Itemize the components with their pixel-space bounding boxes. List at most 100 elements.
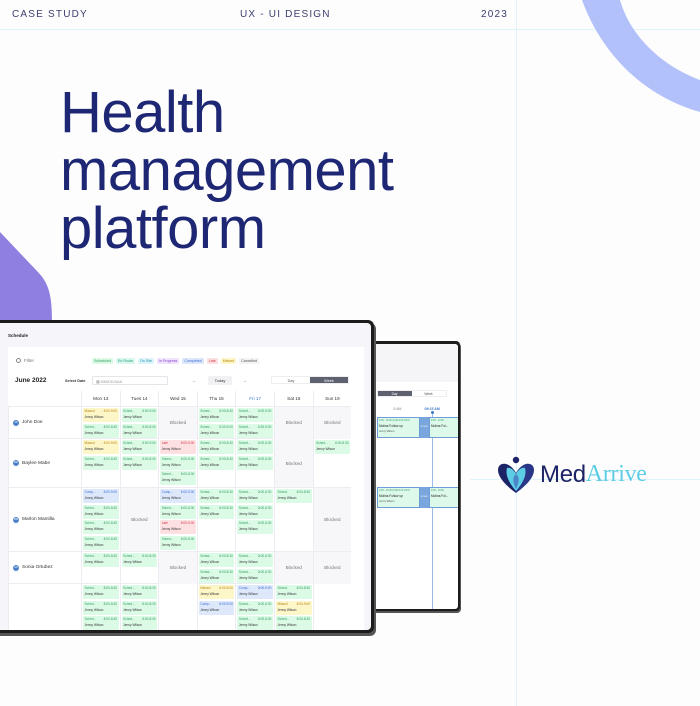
status-chip-scheduled[interactable]: Scheduled [92,358,113,365]
today-button[interactable]: Today [208,376,232,385]
filter-button[interactable]: Filter [16,358,34,363]
day-view-week-button[interactable]: Week [424,391,433,396]
day-cell[interactable] [312,584,352,630]
day-view-day-button[interactable]: Day [377,390,412,396]
prev-week-arrow-icon[interactable]: ← [192,378,197,384]
status-chip-missed[interactable]: Missed [220,358,237,365]
day-view-toggle[interactable]: Day Week [376,389,447,397]
status-chip-in-progress[interactable]: In Progress [156,358,180,365]
status-chip-en-route[interactable]: En Route [115,358,135,365]
day-view-button[interactable]: Day [287,379,295,383]
view-toggle[interactable]: Day Week [271,376,349,384]
status-chip-on-site[interactable]: On Site [137,358,154,365]
day-appointment-card[interactable]: 9:00 - 10:00 (9:00-9:00 CDT) Molina Foll… [376,486,420,508]
week-view-button[interactable]: Week [310,377,348,383]
status-chip-late[interactable]: Late [206,358,218,365]
day-appointment-card[interactable]: 9:00 - 10:00 (9:00-9:00 CDT) Molina Foll… [376,416,420,438]
day-appointment-card[interactable]: 9:00 - 10:00 Molina Fol... [428,416,458,438]
next-week-arrow-icon[interactable]: → [242,378,247,384]
status-chip-completed[interactable]: Completed [182,358,204,365]
date-input[interactable]: ▦ MM/DD/AAA [92,376,168,385]
